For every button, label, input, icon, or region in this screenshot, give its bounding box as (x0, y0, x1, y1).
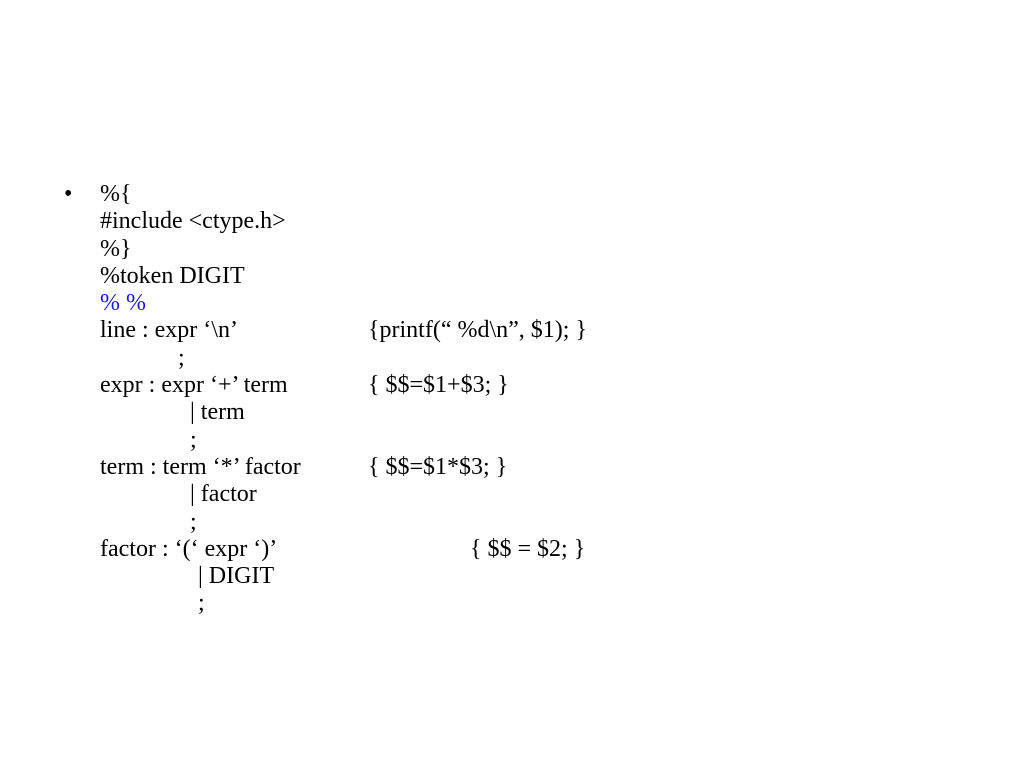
code-line: ; (100, 345, 980, 372)
rule-text: line : expr ‘\n’ (100, 317, 238, 344)
rule-terminator: ; (190, 426, 197, 453)
code-line: %} (100, 236, 980, 263)
rule-alternative: | DIGIT (198, 563, 275, 590)
rule-text: factor : ‘(‘ expr ‘)’ (100, 535, 278, 562)
code-line: ; (100, 509, 980, 536)
code-line: ; (100, 590, 980, 617)
code-line: % % (100, 290, 980, 317)
code-text: #include <ctype.h> (100, 208, 286, 235)
code-line: #include <ctype.h> (100, 208, 980, 235)
rule-text: term : term ‘*’ factor (100, 453, 301, 480)
section-delimiter: % % (100, 290, 146, 317)
code-line: factor : ‘(‘ expr ‘)’ { $$ = $2; } (100, 536, 980, 563)
code-text: %{ (100, 181, 132, 207)
code-line: term : term ‘*’ factor { $$=$1*$3; } (100, 454, 980, 481)
code-text: %token DIGIT (100, 262, 245, 289)
rule-alternative: | factor (190, 481, 257, 508)
rule-terminator: ; (190, 508, 197, 535)
rule-action: { $$=$1*$3; } (368, 453, 508, 480)
code-line: line : expr ‘\n’ {printf(“ %d\n”, $1); } (100, 317, 980, 344)
code-line: expr : expr ‘+’ term { $$=$1+$3; } (100, 372, 980, 399)
rule-action: { $$ = $2; } (470, 535, 586, 562)
bullet-point: • (64, 181, 73, 207)
yacc-grammar-code: %{ #include <ctype.h> %} %token DIGIT % … (100, 181, 980, 618)
rule-text: expr : expr ‘+’ term (100, 372, 288, 399)
code-line: | DIGIT (100, 563, 980, 590)
rule-action: {printf(“ %d\n”, $1); } (368, 317, 587, 344)
code-line: | factor (100, 481, 980, 508)
rule-alternative: | term (190, 399, 245, 426)
code-line: %token DIGIT (100, 263, 980, 290)
rule-terminator: ; (198, 590, 205, 617)
code-line: %{ (100, 181, 980, 208)
code-text: %} (100, 235, 132, 262)
rule-action: { $$=$1+$3; } (368, 372, 509, 399)
code-line: ; (100, 427, 980, 454)
rule-terminator: ; (178, 344, 185, 371)
code-line: | term (100, 399, 980, 426)
